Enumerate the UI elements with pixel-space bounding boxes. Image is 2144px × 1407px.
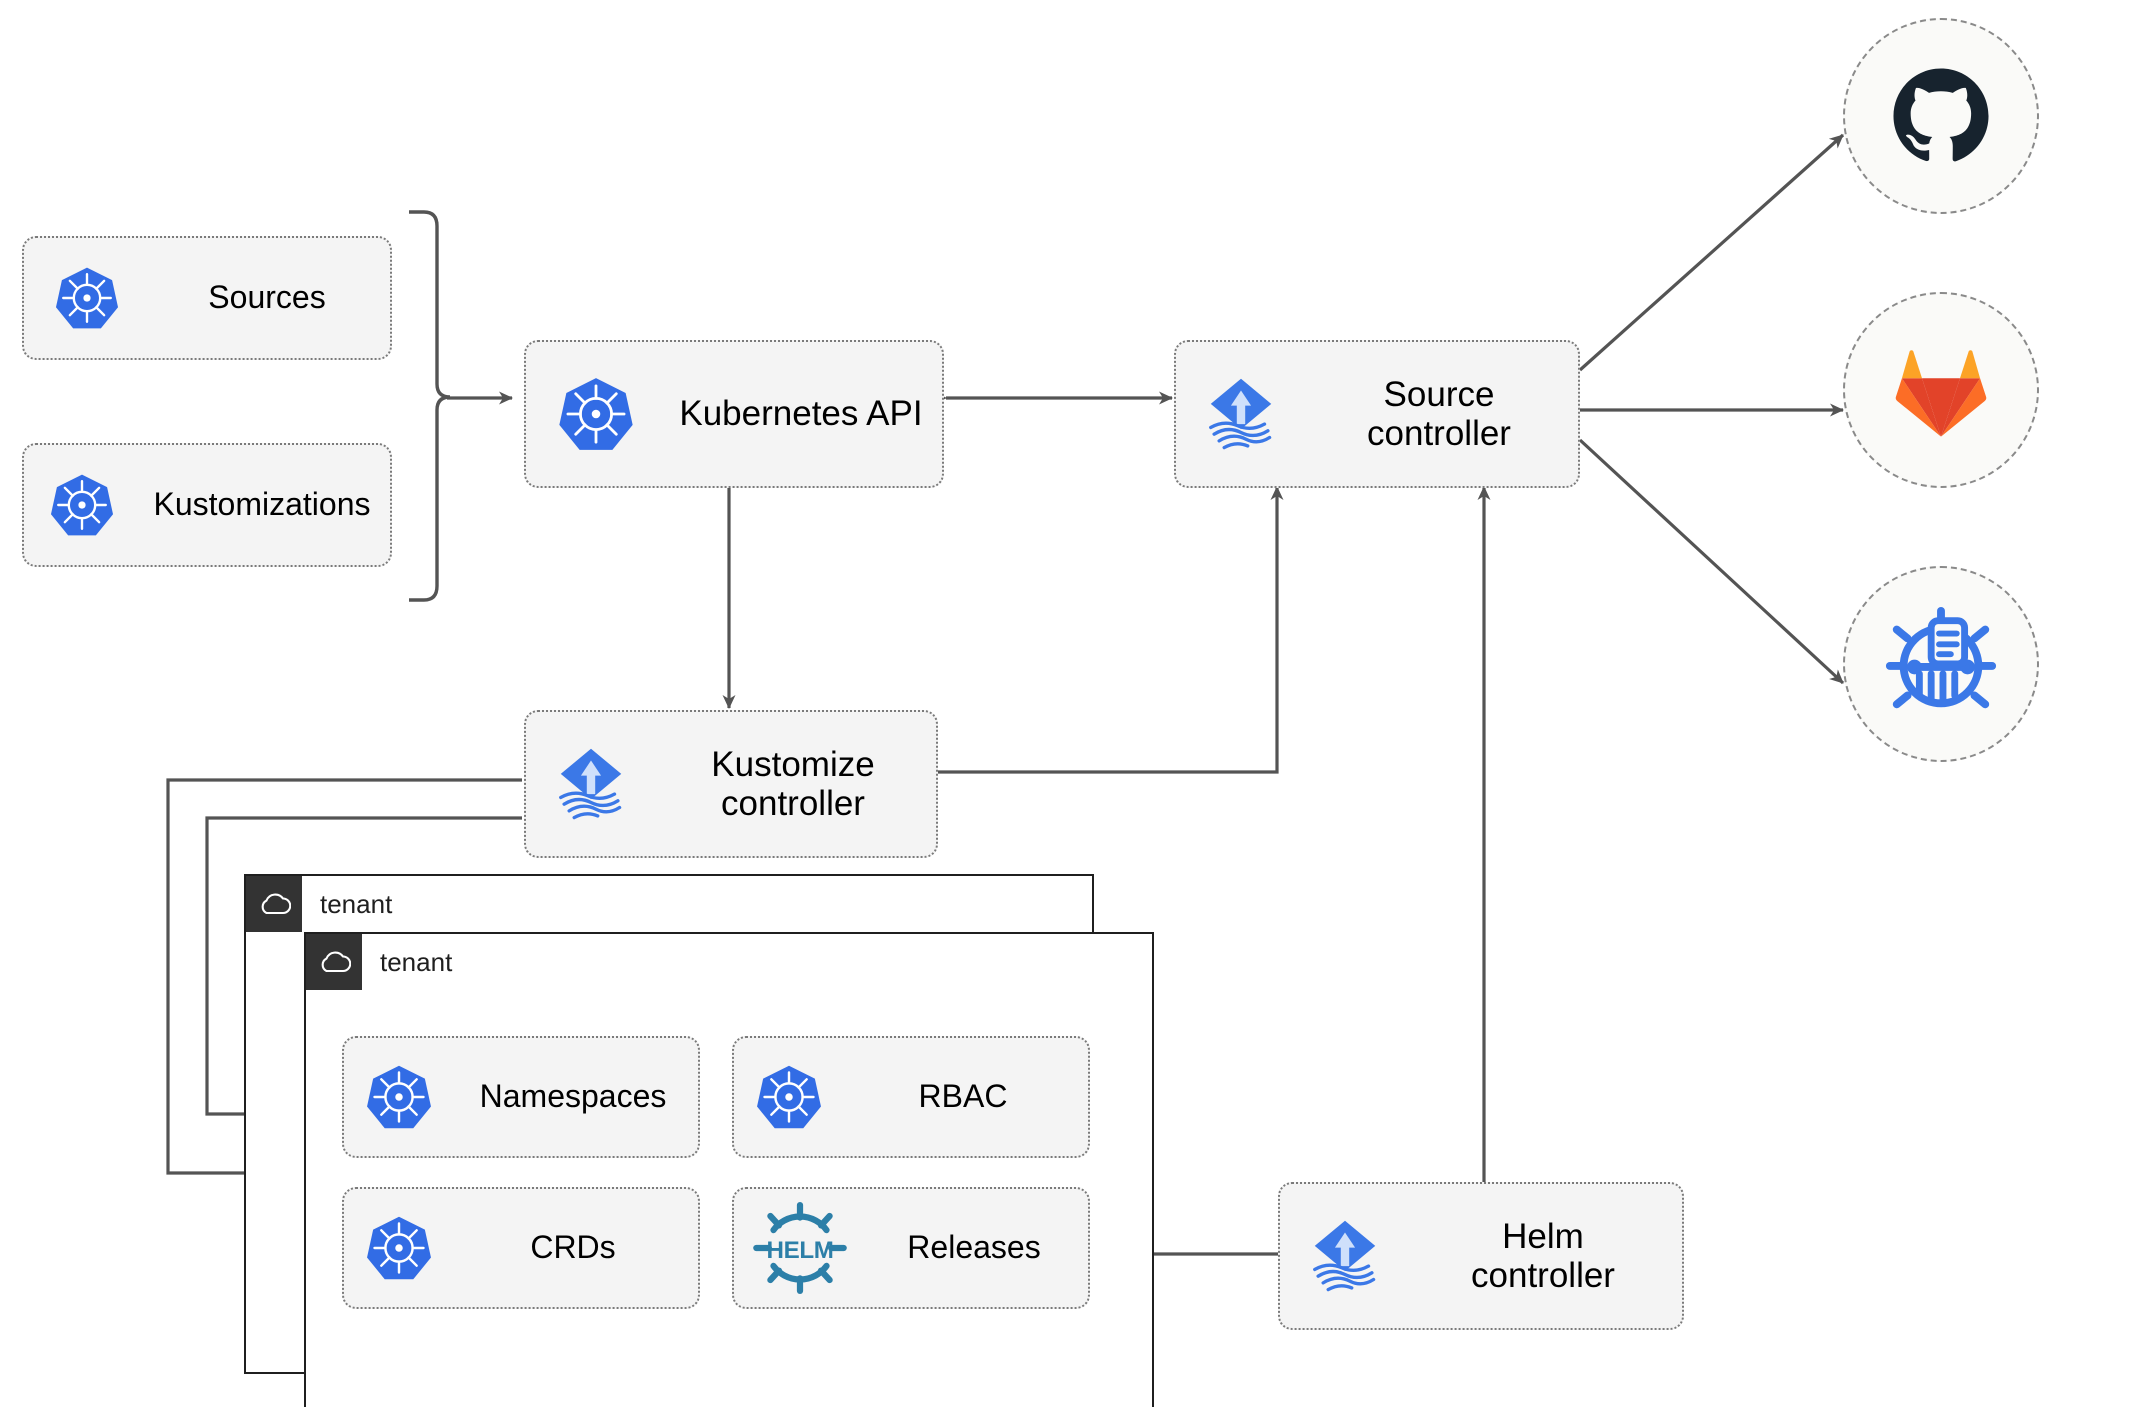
card-label: Kubernetes API: [679, 394, 923, 434]
card-label: Helm controller: [1471, 1216, 1615, 1295]
card-label: Sources: [208, 279, 326, 316]
bubble-gitlab[interactable]: [1843, 292, 2039, 488]
cloud-icon: [306, 934, 362, 990]
card-helm-controller[interactable]: Helm controller: [1278, 1182, 1684, 1330]
card-releases[interactable]: HELM Releases: [732, 1187, 1090, 1309]
flux-icon: [1176, 372, 1306, 456]
helm-icon: HELM: [734, 1202, 866, 1294]
card-label: Kustomize controller: [711, 744, 875, 823]
svg-text:HELM: HELM: [767, 1237, 834, 1264]
card-kubernetes-api[interactable]: Kubernetes API: [524, 340, 944, 488]
kubernetes-icon: [734, 1063, 844, 1131]
card-rbac[interactable]: RBAC: [732, 1036, 1090, 1158]
kubernetes-icon: [24, 265, 150, 331]
kubernetes-icon: [344, 1214, 454, 1282]
card-label: Releases: [907, 1229, 1041, 1266]
card-kustomize-controller[interactable]: Kustomize controller: [524, 710, 938, 858]
bubble-github[interactable]: [1843, 18, 2039, 214]
bubble-helm-repository[interactable]: [1843, 566, 2039, 762]
tenant-header-back: tenant: [246, 876, 392, 932]
kubernetes-icon: [526, 375, 666, 453]
card-label: Kustomizations: [153, 486, 371, 523]
card-sources[interactable]: Sources: [22, 236, 392, 360]
helm-repository-icon: [1885, 606, 1997, 709]
card-label: CRDs: [530, 1229, 616, 1266]
tenant-label-back: tenant: [320, 888, 393, 919]
tenant-frame-front: tenant: [304, 932, 1154, 1407]
kubernetes-icon: [344, 1063, 454, 1131]
card-label: RBAC: [918, 1078, 1008, 1115]
card-namespaces[interactable]: Namespaces: [342, 1036, 700, 1158]
card-crds[interactable]: CRDs: [342, 1187, 700, 1309]
kubernetes-icon: [24, 472, 140, 538]
gitlab-icon: [1895, 350, 1987, 437]
cloud-icon: [246, 876, 302, 932]
github-icon: [1893, 68, 1989, 162]
tenant-header-front: tenant: [306, 934, 452, 990]
flux-icon: [1280, 1214, 1410, 1298]
tenant-label-front: tenant: [380, 946, 453, 977]
card-kustomizations[interactable]: Kustomizations: [22, 443, 392, 567]
card-label: Source controller: [1367, 374, 1511, 453]
card-label: Namespaces: [479, 1078, 667, 1115]
flux-icon: [526, 742, 656, 826]
card-source-controller[interactable]: Source controller: [1174, 340, 1580, 488]
